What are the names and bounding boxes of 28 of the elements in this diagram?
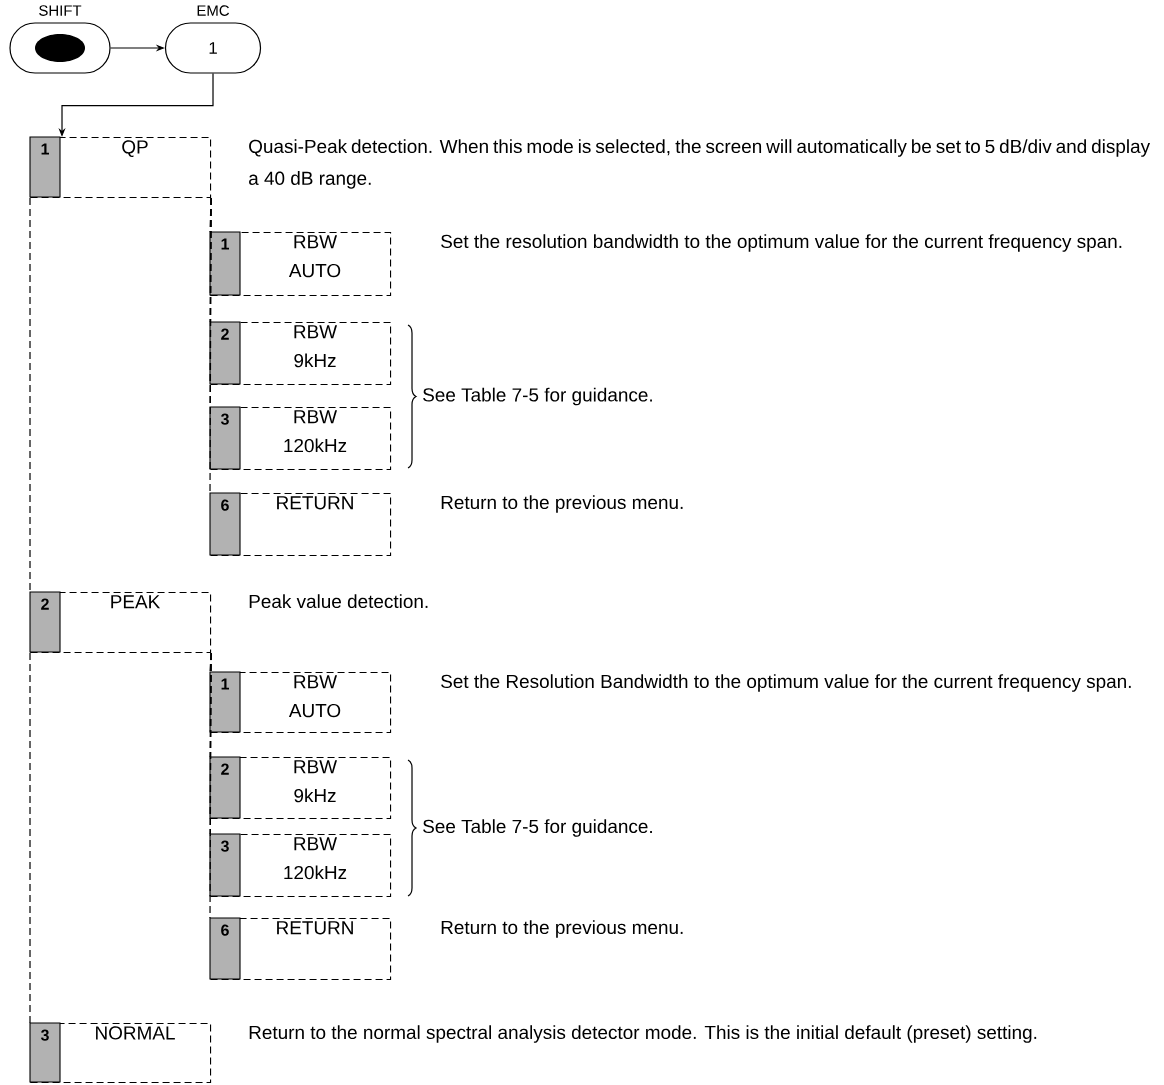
softkey: 6 RETURN [209, 492, 392, 557]
key: 1 EMC [164, 5, 262, 74]
key: SHIFT [9, 5, 111, 74]
description-text: Quasi-Peak detection. When this mode is selected, the screen will automatically be set to 5 dB/div and display a 40 dB range. [249, 139, 1150, 189]
softkey: 2 RBW 9kHz [209, 756, 392, 820]
softkey: 2 PEAK [29, 591, 212, 654]
connector [209, 197, 212, 494]
connector [29, 197, 31, 593]
softkey: 3 RBW 120kHz [209, 406, 392, 471]
softkey: 6 RETURN [209, 917, 392, 981]
description-text: Return to the normal spectral analysis detector mode. This is the initial default (preset) setting. [249, 1025, 1037, 1043]
node-label: SHIFT [39, 5, 82, 16]
softkey: 3 NORMAL [29, 1022, 212, 1084]
description-text: Set the Resolution Bandwidth to the optimum value for the current frequency span. [441, 674, 1131, 692]
softkey: 2 RBW 9kHz [209, 321, 392, 386]
node-label: EMC [197, 5, 230, 16]
description-text: Return to the previous menu. [441, 495, 683, 513]
softkey: 3 RBW 120kHz [209, 833, 392, 898]
softkey: 1 QP [29, 136, 212, 199]
description-text: Set the resolution bandwidth to the optimum value for the current frequency span. [441, 234, 1122, 252]
connector [209, 652, 212, 919]
softkey: 1 RBW AUTO [209, 671, 392, 734]
connector [29, 652, 31, 1024]
note-text: See Table 7-5 for guidance. [423, 387, 652, 406]
softkey: 1 RBW AUTO [209, 231, 392, 297]
description-text: Return to the previous menu. [441, 920, 683, 938]
note-text: See Table 7-5 for guidance. [423, 819, 652, 837]
description-text: Peak value detection. [249, 594, 428, 609]
